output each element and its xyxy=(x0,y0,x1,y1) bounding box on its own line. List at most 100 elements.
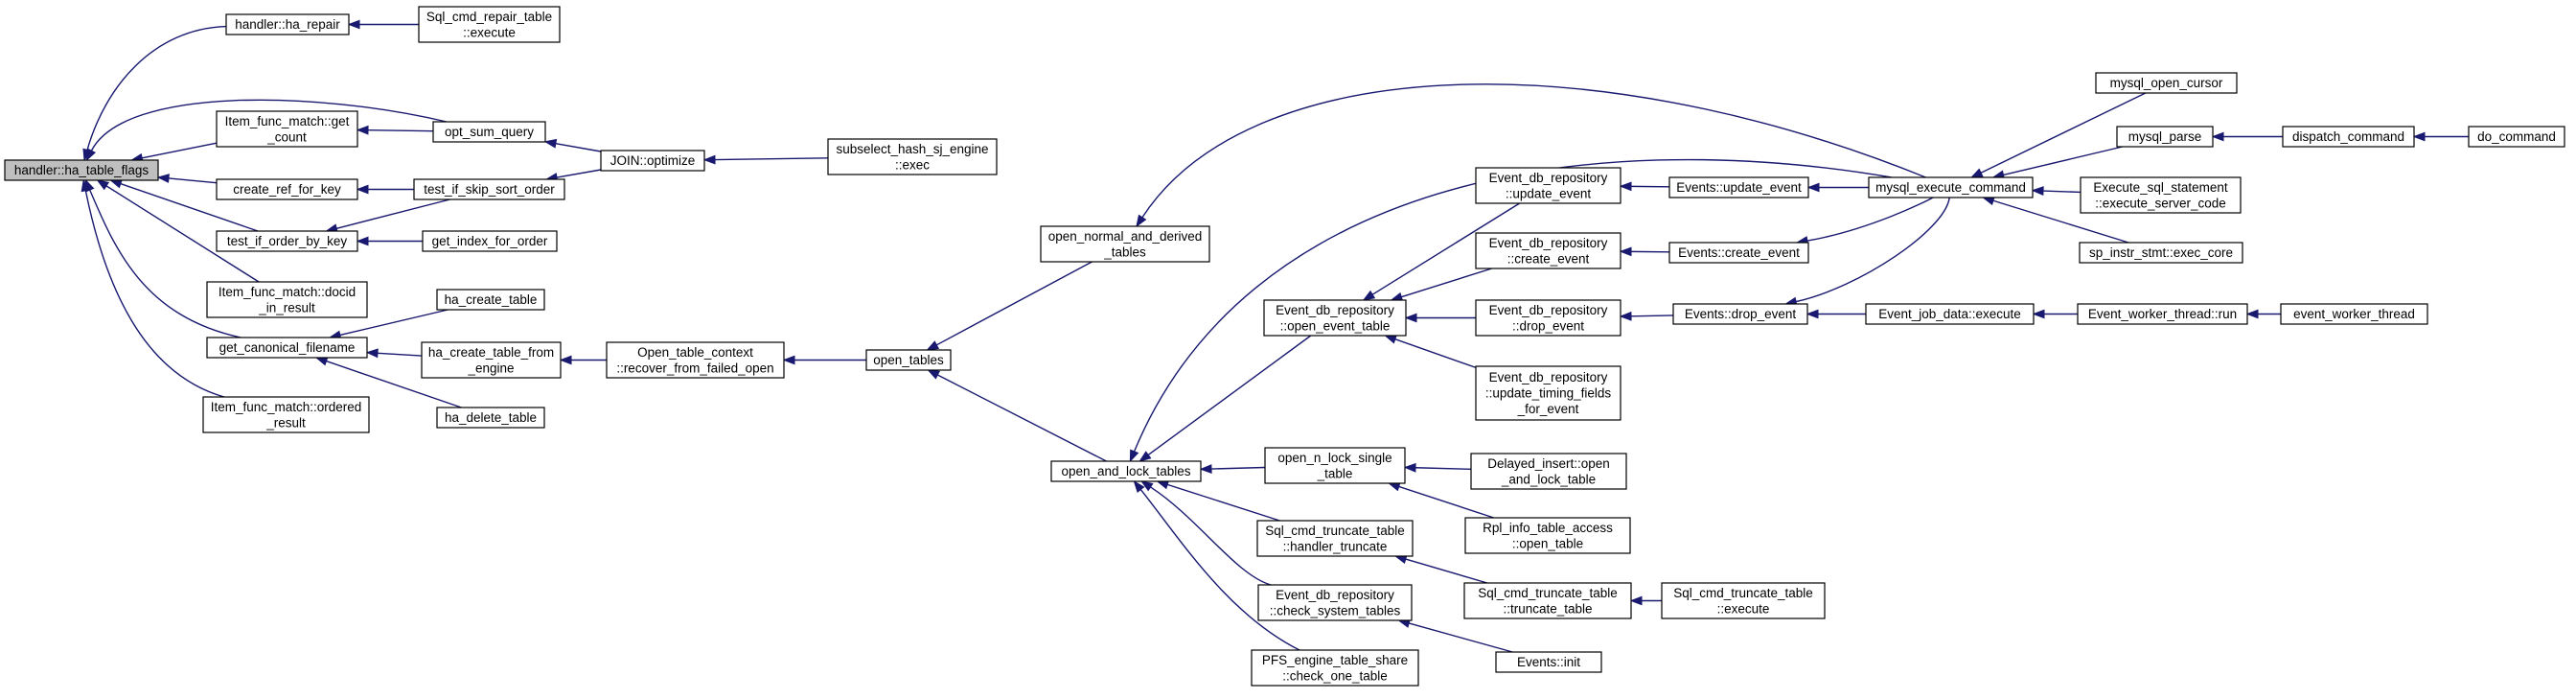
node-trunc-exec[interactable]: Sql_cmd_truncate_table::execute xyxy=(1661,582,1826,619)
node-docid[interactable]: Item_func_match::docid_in_result xyxy=(206,281,368,318)
arrowhead-icon xyxy=(926,340,940,351)
arrowhead-icon xyxy=(356,125,369,135)
node-ev-create[interactable]: Events::create_event xyxy=(1668,242,1809,264)
node-join-opt[interactable]: JOIN::optimize xyxy=(600,150,705,172)
node-upd-event[interactable]: Event_db_repository::update_event xyxy=(1475,167,1622,204)
node-ordered[interactable]: Item_func_match::ordered_result xyxy=(202,396,370,433)
node-box xyxy=(1475,365,1622,421)
arrowhead-icon xyxy=(1404,313,1417,323)
node-mysql-exec[interactable]: mysql_execute_command xyxy=(1868,176,2034,198)
node-open-event-table[interactable]: Event_db_repository::open_event_table xyxy=(1263,299,1407,337)
node-dr-event[interactable]: Event_db_repository::drop_event xyxy=(1475,299,1622,337)
node-subselect[interactable]: subselect_hash_sj_engine::exec xyxy=(827,138,998,175)
node-recover[interactable]: Open_table_context::recover_from_failed_… xyxy=(606,341,785,379)
node-label: Events::init xyxy=(1517,655,1580,669)
node-label: Event_db_repository xyxy=(1489,236,1608,250)
node-canonical[interactable]: get_canonical_filename xyxy=(206,337,368,359)
edge-line xyxy=(336,198,450,229)
node-upd-timing[interactable]: Event_db_repository::update_timing_field… xyxy=(1475,365,1622,421)
node-job-exec[interactable]: Event_job_data::execute xyxy=(1865,303,2035,325)
node-label: Open_table_context xyxy=(637,345,753,360)
node-skip-sort[interactable]: test_if_skip_sort_order xyxy=(413,178,565,200)
arrowhead-icon xyxy=(702,154,716,165)
node-box xyxy=(606,341,785,379)
node-label: Item_func_match::ordered xyxy=(211,400,362,414)
call-edge-handler_trunc-to-open_lock xyxy=(1156,479,1280,522)
edge-line xyxy=(1795,197,1950,303)
node-label: Event_worker_thread::run xyxy=(2088,307,2237,321)
call-edge-dr_event-to-open_event_table xyxy=(1404,313,1476,323)
call-edge-get_index-to-order_by_key xyxy=(356,236,423,246)
node-ha-create[interactable]: ha_create_table xyxy=(436,289,545,311)
node-get-count[interactable]: Item_func_match::get_count xyxy=(216,110,358,148)
node-create-ref[interactable]: create_ref_for_key xyxy=(216,178,358,200)
node-label: ha_delete_table xyxy=(445,410,537,425)
node-label: ::execute_server_code xyxy=(2095,196,2226,210)
node-box xyxy=(1475,232,1622,269)
node-ev-drop[interactable]: Events::drop_event xyxy=(1672,303,1808,325)
node-ha-delete[interactable]: ha_delete_table xyxy=(436,407,545,429)
arrowhead-icon xyxy=(85,148,97,162)
call-edge-subselect-to-join_opt xyxy=(702,154,829,165)
call-edge-mysql_parse-to-mysql_exec xyxy=(1991,146,2123,180)
call-edge-upd_event-to-open_event_table xyxy=(1362,202,1521,301)
node-get-index[interactable]: get_index_for_order xyxy=(422,230,558,252)
edge-line xyxy=(556,169,602,178)
node-worker-thread[interactable]: event_worker_thread xyxy=(2280,303,2428,325)
call-edge-job_exec-to-ev_drop xyxy=(1806,309,1866,319)
node-ev-update[interactable]: Events::update_event xyxy=(1668,176,1809,198)
node-ha-create-engine[interactable]: ha_create_table_from_engine xyxy=(421,341,562,379)
arrowhead-icon xyxy=(927,369,941,380)
arrowhead-icon xyxy=(2412,131,2426,142)
node-open-normal[interactable]: open_normal_and_derived_tables xyxy=(1040,225,1210,263)
node-box xyxy=(1495,651,1602,673)
node-delayed[interactable]: Delayed_insert::open_and_lock_table xyxy=(1470,453,1627,490)
node-open-cursor[interactable]: mysql_open_cursor xyxy=(2095,72,2238,94)
call-edge-order_by_key-to-root xyxy=(109,179,259,232)
arrowhead-icon xyxy=(2211,131,2224,142)
node-open-tables[interactable]: open_tables xyxy=(865,349,952,371)
node-ev-init[interactable]: Events::init xyxy=(1495,651,1602,673)
node-label: ::execute xyxy=(1717,601,1770,616)
node-box xyxy=(1470,453,1627,490)
call-edge-mysql_exec-to-ev_drop xyxy=(1783,197,1950,307)
node-ha-repair[interactable]: handler::ha_repair xyxy=(225,13,350,35)
node-label: _tables xyxy=(1103,245,1146,259)
node-label: PFS_engine_table_share xyxy=(1262,653,1408,667)
arrowhead-icon xyxy=(1403,462,1416,473)
node-open-lock[interactable]: open_and_lock_tables xyxy=(1050,460,1202,482)
node-sp-instr[interactable]: sp_instr_stmt::exec_core xyxy=(2079,242,2243,264)
node-exec-sql[interactable]: Execute_sql_statement::execute_server_co… xyxy=(2080,176,2242,214)
call-edge-ha_repair-to-root xyxy=(82,25,227,162)
node-label: create_ref_for_key xyxy=(233,182,341,197)
edge-line xyxy=(339,309,448,337)
node-label: ::check_system_tables xyxy=(1270,603,1401,617)
node-open-n-lock[interactable]: open_n_lock_single_table xyxy=(1264,447,1406,484)
node-pfs-check[interactable]: PFS_engine_table_share::check_one_table xyxy=(1251,649,1419,687)
node-worker-run[interactable]: Event_worker_thread::run xyxy=(2077,303,2248,325)
node-trunc-table[interactable]: Sql_cmd_truncate_table::truncate_table xyxy=(1463,582,1632,619)
node-rpl[interactable]: Rpl_info_table_access::open_table xyxy=(1464,517,1631,554)
node-check-sys[interactable]: Event_db_repository::check_system_tables xyxy=(1257,584,1413,621)
node-box xyxy=(1672,303,1808,325)
node-label: Rpl_info_table_access xyxy=(1483,521,1613,535)
node-label: open_tables xyxy=(873,353,944,367)
node-dispatch[interactable]: dispatch_command xyxy=(2282,126,2415,148)
node-order-by-key[interactable]: test_if_order_by_key xyxy=(216,230,358,252)
call-edge-ordered-to-root xyxy=(80,178,225,398)
call-edge-open_lock-to-open_tables xyxy=(927,369,1107,462)
node-cr-event[interactable]: Event_db_repository::create_event xyxy=(1475,232,1622,269)
node-handler-trunc[interactable]: Sql_cmd_truncate_table::handler_truncate xyxy=(1256,520,1414,557)
node-do-command[interactable]: do_command xyxy=(2468,126,2565,148)
node-mysql-parse[interactable]: mysql_parse xyxy=(2116,126,2214,148)
node-root[interactable]: handler::ha_table_flags xyxy=(4,159,159,181)
node-label: Execute_sql_statement xyxy=(2093,180,2228,195)
node-label: Sql_cmd_repair_table xyxy=(426,10,552,24)
node-label: open_n_lock_single xyxy=(1277,451,1392,465)
edge-line xyxy=(1139,489,1300,651)
node-sql-repair[interactable]: Sql_cmd_repair_table::execute xyxy=(418,6,561,43)
arrowhead-icon xyxy=(356,236,369,246)
node-opt-sum[interactable]: opt_sum_query xyxy=(432,121,546,143)
node-label: ::update_timing_fields xyxy=(1485,386,1612,401)
